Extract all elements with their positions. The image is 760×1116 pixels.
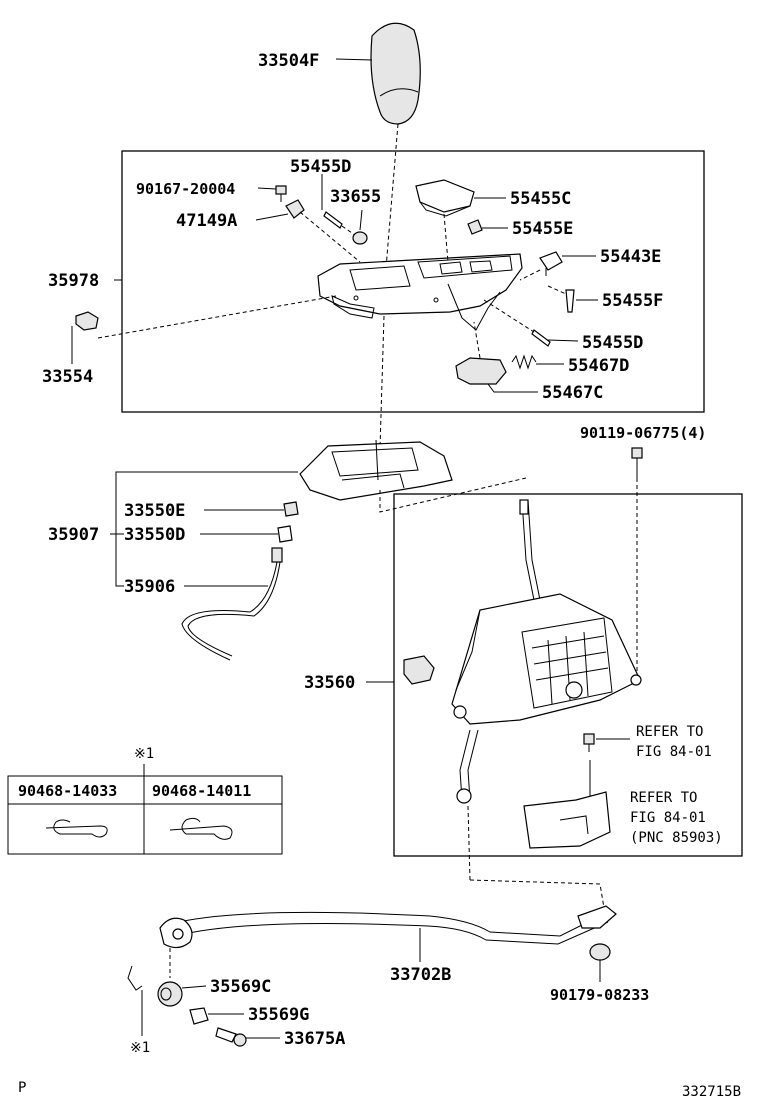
lever-assembly-box [393, 493, 743, 857]
pin-55455D-top [323, 211, 363, 241]
center-axis-line [379, 315, 385, 449]
label-35906: 35906 [124, 577, 175, 597]
label-47149A: 47149A [176, 211, 237, 231]
wire-35906 [181, 547, 283, 661]
label-55467D: 55467D [568, 356, 629, 376]
clip-icon-14011 [169, 817, 233, 840]
clip-reference [127, 965, 143, 1036]
leader-90167 [257, 187, 277, 190]
label-33655: 33655 [330, 187, 381, 207]
pin-55455F [547, 285, 575, 313]
control-rod-part [159, 905, 617, 978]
leader-55455D-mid [547, 339, 579, 342]
spring-55467D [511, 354, 537, 370]
leader-47149A [255, 213, 289, 221]
bulb-33550E [283, 501, 299, 517]
label-55455C: 55455C [510, 189, 571, 209]
nut-90179 [589, 943, 611, 982]
label-33550D: 33550D [124, 525, 185, 545]
lamp-47149A [285, 199, 361, 263]
cover-refer-2 [523, 760, 611, 849]
clip-icon-14033 [45, 819, 108, 838]
label-55455D-mid: 55455D [582, 333, 643, 353]
footnote-mark: ※1 [130, 1040, 150, 1056]
clip-table-mark: ※1 [134, 746, 154, 762]
label-33675A: 33675A [284, 1029, 345, 1049]
label-90167: 90167-20004 [136, 180, 235, 198]
leader-33655 [359, 209, 363, 231]
pin-55455D-mid [483, 299, 551, 347]
shift-bezel-part [317, 253, 523, 331]
solenoid-part [403, 655, 435, 685]
bushing-33655 [352, 231, 368, 245]
clip-55443E [519, 251, 563, 281]
clip-table-col2: 90468-14011 [152, 782, 251, 800]
label-55443E: 55443E [600, 247, 661, 267]
label-55455E: 55455E [512, 219, 573, 239]
bracket-35907 [115, 471, 298, 587]
pin-33675A [215, 1027, 247, 1047]
leader-55467C [487, 383, 538, 393]
washer-35569G [189, 1007, 209, 1025]
label-33550E: 33550E [124, 501, 185, 521]
refer1-line2: FIG 84-01 [636, 744, 712, 760]
label-35569G: 35569G [248, 1005, 309, 1025]
upper-assembly-box [121, 150, 705, 413]
clip-table: ※1 90468-14033 90468-14011 [7, 746, 283, 855]
indicator-housing-part [299, 439, 453, 501]
label-33554: 33554 [42, 367, 93, 387]
button-55467C [455, 321, 507, 385]
figure-number: 332715B [682, 1084, 741, 1100]
nut-55455E [467, 219, 483, 235]
refer2-line2: FIG 84-01 [630, 810, 706, 826]
screw-90167 [275, 185, 287, 202]
label-35569C: 35569C [210, 977, 271, 997]
shift-knob-part [370, 22, 421, 293]
screw-refer-1 [583, 733, 630, 752]
label-35978: 35978 [48, 271, 99, 291]
label-55455D-top: 55455D [290, 157, 351, 177]
leader-35569C [181, 985, 207, 989]
corner-label: P [18, 1080, 26, 1096]
clip-table-col1: 90468-14033 [18, 782, 117, 800]
label-90179: 90179-08233 [550, 986, 649, 1004]
cap-33554 [75, 295, 337, 339]
label-33504F: 33504F [258, 51, 319, 71]
shift-lever-part [451, 499, 642, 909]
refer2-line3: (PNC 85903) [630, 830, 723, 846]
refer1-line1: REFER TO [636, 724, 703, 740]
bushing-35569C [157, 981, 183, 1007]
label-55455F: 55455F [602, 291, 663, 311]
socket-33550D [277, 525, 293, 543]
label-33702B: 33702B [390, 965, 451, 985]
label-55467C: 55467C [542, 383, 603, 403]
label-35907: 35907 [48, 525, 99, 545]
label-90119: 90119-06775(4) [580, 424, 706, 442]
button-55455C [415, 179, 475, 263]
housing-to-lever-line [379, 477, 527, 513]
refer2-line1: REFER TO [630, 790, 697, 806]
bolt-90119 [631, 447, 643, 672]
leader-33504F [335, 58, 373, 61]
label-33560: 33560 [304, 673, 355, 693]
